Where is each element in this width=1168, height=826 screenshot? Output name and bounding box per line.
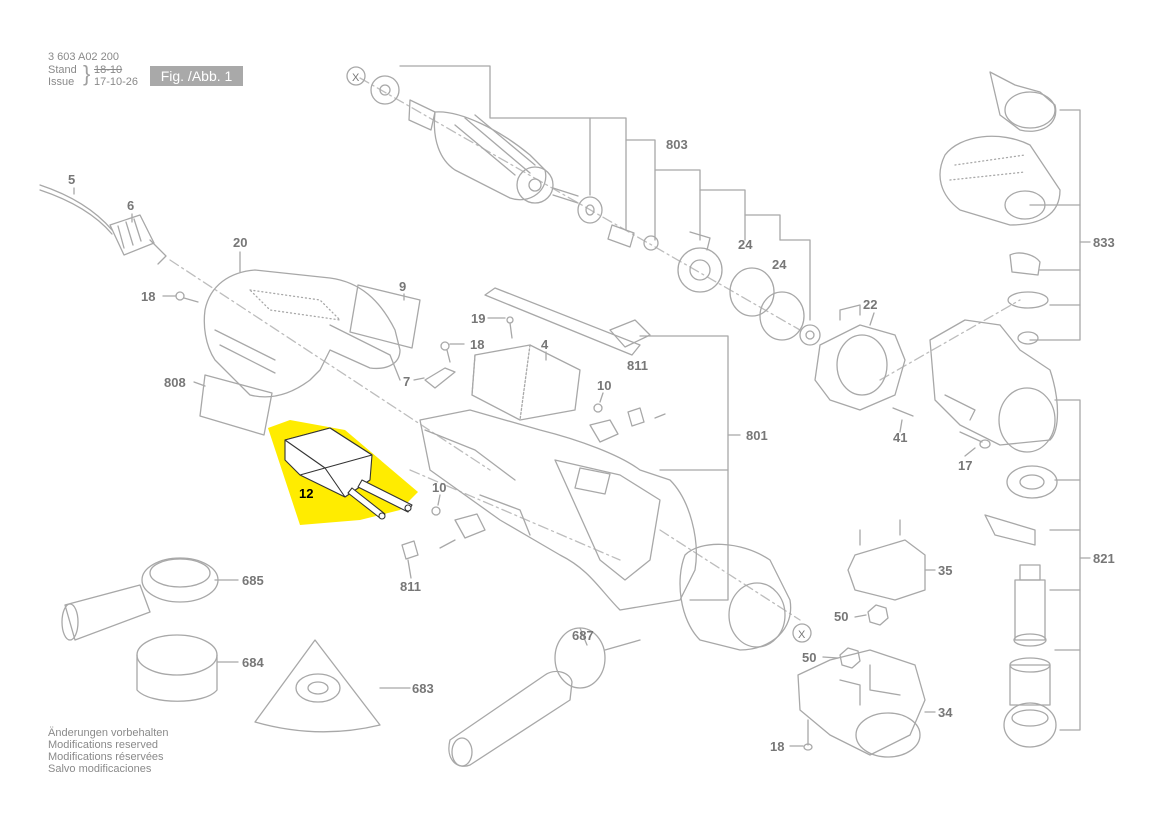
switch-bracket-34 (797, 649, 926, 758)
assembly-axes (169, 77, 1021, 621)
gear-housing (929, 319, 1059, 453)
label-7: 7 (403, 374, 410, 389)
label-684: 684 (242, 655, 264, 670)
bracket-833 (1029, 109, 1091, 341)
label-20: 20 (233, 235, 247, 250)
label-19: 19 (471, 311, 485, 326)
brush-holder-upper (589, 403, 666, 443)
nut-50b (839, 647, 861, 669)
part-7-clip (424, 367, 456, 389)
label-687: 687 (572, 628, 594, 643)
label-17: 17 (958, 458, 972, 473)
label-10a: 10 (597, 378, 611, 393)
armature (370, 75, 579, 204)
brush-holder-lower (401, 506, 486, 560)
adapter-ring-684 (136, 634, 218, 702)
ref-x-top-circle (346, 66, 366, 86)
figure-badge: Fig. /Abb. 1 (150, 66, 243, 86)
note-es: Salvo modificaciones (48, 763, 152, 775)
highlighted-part-12 (268, 420, 418, 525)
modification-notes: Änderungen vorbehalten Modifications res… (48, 727, 168, 775)
label-808: 808 (164, 375, 186, 390)
label-sticker-9 (349, 284, 421, 349)
label-821: 821 (1093, 551, 1115, 566)
issue-value: 17-10-26 (94, 76, 139, 88)
label-811a: 811 (627, 358, 648, 373)
label-833: 833 (1093, 235, 1115, 250)
ref-x-top: X (352, 72, 360, 84)
label-35: 35 (938, 563, 952, 578)
label-6: 6 (127, 198, 134, 213)
label-811b: 811 (400, 579, 421, 594)
dust-adapter-685 (61, 557, 219, 641)
leader-lines (73, 187, 976, 747)
label-sticker-808 (199, 374, 273, 436)
stand-label: Stand (48, 64, 77, 76)
part-number: 3 603 A02 200 (48, 51, 119, 63)
stator (679, 543, 792, 651)
cable-protector (109, 214, 155, 256)
screw-17 (959, 431, 991, 449)
bracket-801 (639, 335, 741, 601)
label-803: 803 (666, 137, 688, 152)
label-18b: 18 (470, 337, 484, 352)
clip-35 (847, 519, 926, 601)
bearing-set (577, 196, 821, 346)
label-12: 12 (299, 486, 313, 501)
label-24b: 24 (772, 257, 787, 272)
label-50a: 50 (834, 609, 848, 624)
stand-value: 18-10 (94, 64, 123, 76)
note-de: Änderungen vorbehalten (48, 727, 169, 739)
electronic-module-4 (471, 344, 581, 421)
label-683: 683 (412, 681, 434, 696)
label-34: 34 (938, 705, 953, 720)
bracket-821 (1049, 399, 1091, 731)
motor-housing (203, 269, 401, 398)
label-685: 685 (242, 573, 264, 588)
screw-18c (803, 719, 813, 751)
spindle-stack (984, 465, 1058, 748)
label-18c: 18 (770, 739, 784, 754)
label-50b: 50 (802, 650, 816, 665)
label-41: 41 (893, 430, 907, 445)
brace: } (83, 61, 91, 86)
power-cable (39, 184, 113, 231)
label-24a: 24 (738, 237, 753, 252)
bracket-803 (399, 65, 811, 321)
screw-19 (506, 316, 514, 339)
bearing-flange-22 (814, 304, 906, 411)
label-5: 5 (68, 172, 75, 187)
ref-x-mid: X (798, 629, 806, 641)
label-18a: 18 (141, 289, 155, 304)
pin-41 (892, 407, 914, 417)
label-10b: 10 (432, 480, 446, 495)
label-801: 801 (746, 428, 768, 443)
label-9: 9 (399, 279, 406, 294)
label-4: 4 (541, 337, 549, 352)
screw-18b (440, 341, 451, 363)
gear-head-cover (939, 71, 1061, 345)
ref-x-mid-circle (792, 623, 812, 643)
nut-50a (867, 604, 889, 626)
main-housing (419, 409, 697, 611)
switch-slider (484, 287, 641, 356)
auxiliary-handle-687 (448, 627, 641, 767)
note-en: Modifications reserved (48, 739, 159, 751)
note-fr: Modifications réservées (48, 751, 164, 763)
part-labels: X X 5 6 20 18 9 808 12 19 18 4 7 10 811 … (68, 72, 1115, 754)
issue-label: Issue (48, 76, 75, 88)
label-22: 22 (863, 297, 877, 312)
screw-18a (175, 291, 199, 303)
delta-sanding-plate-683 (254, 639, 381, 733)
